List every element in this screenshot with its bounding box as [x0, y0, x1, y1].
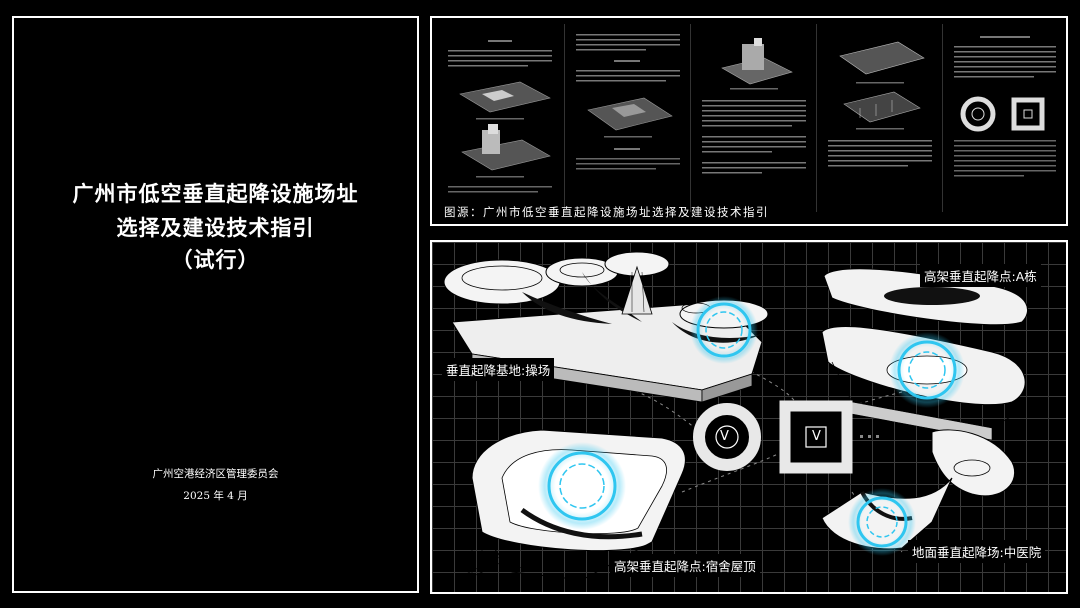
label-hospital-ground: 地面垂直起降场:中医院 — [908, 540, 1046, 563]
document-page-2 — [568, 24, 688, 212]
cover-title-line-3: （试行） — [171, 247, 260, 272]
document-page-4 — [820, 24, 940, 212]
site-diagram-drawing — [443, 251, 1029, 583]
vertiport-symbols — [693, 400, 879, 474]
cover-title-line-2: 选择及建设技术指引 — [116, 215, 315, 240]
circle-symbol-letter: V — [720, 429, 729, 444]
page-5-thumbnail — [954, 36, 1056, 177]
circle-helipad-symbol — [693, 403, 761, 471]
figure-source-caption: 图源：广州市低空垂直起降设施场址选择及建设技术指引 — [444, 205, 769, 219]
page-3-thumbnail — [702, 38, 806, 174]
label-dorm-roof: 高架垂直起降点:宿舍屋顶 — [610, 554, 760, 577]
cover-title-line-1: 广州市低空垂直起降设施场址 — [72, 181, 359, 206]
square-helipad-symbol — [779, 400, 853, 474]
site-diagram-panel: V V 垂直起降基地:操场 高架垂直起降点:A栋 高架垂直起降点:宿舍屋顶 地面… — [430, 240, 1068, 594]
guideline-cover: 广州市低空垂直起降设施场址 选择及建设技术指引 （试行） 广州空港经济区管理委员… — [12, 16, 419, 593]
label-building-a: 高架垂直起降点:A栋 — [920, 264, 1041, 287]
cover-issuer: 广州空港经济区管理委员会 — [152, 468, 279, 480]
square-symbol-letter: V — [812, 429, 821, 444]
cover-date: 2025 年 4 月 — [183, 490, 248, 502]
document-page-5 — [946, 24, 1064, 212]
page-4-thumbnail — [828, 41, 932, 167]
building-a-model — [821, 268, 1029, 441]
playground-site-model — [443, 251, 769, 403]
label-playground-base: 垂直起降基地:操场 — [442, 358, 555, 381]
page-2-thumbnail — [576, 34, 680, 170]
hospital-site-model — [821, 429, 1016, 556]
page-1-thumbnail — [448, 40, 552, 193]
dormitory-roof-model — [461, 429, 686, 583]
document-pages-panel: 图源：广州市低空垂直起降设施场址选择及建设技术指引 — [430, 16, 1068, 226]
document-page-1 — [438, 24, 562, 212]
document-page-3 — [694, 24, 814, 212]
